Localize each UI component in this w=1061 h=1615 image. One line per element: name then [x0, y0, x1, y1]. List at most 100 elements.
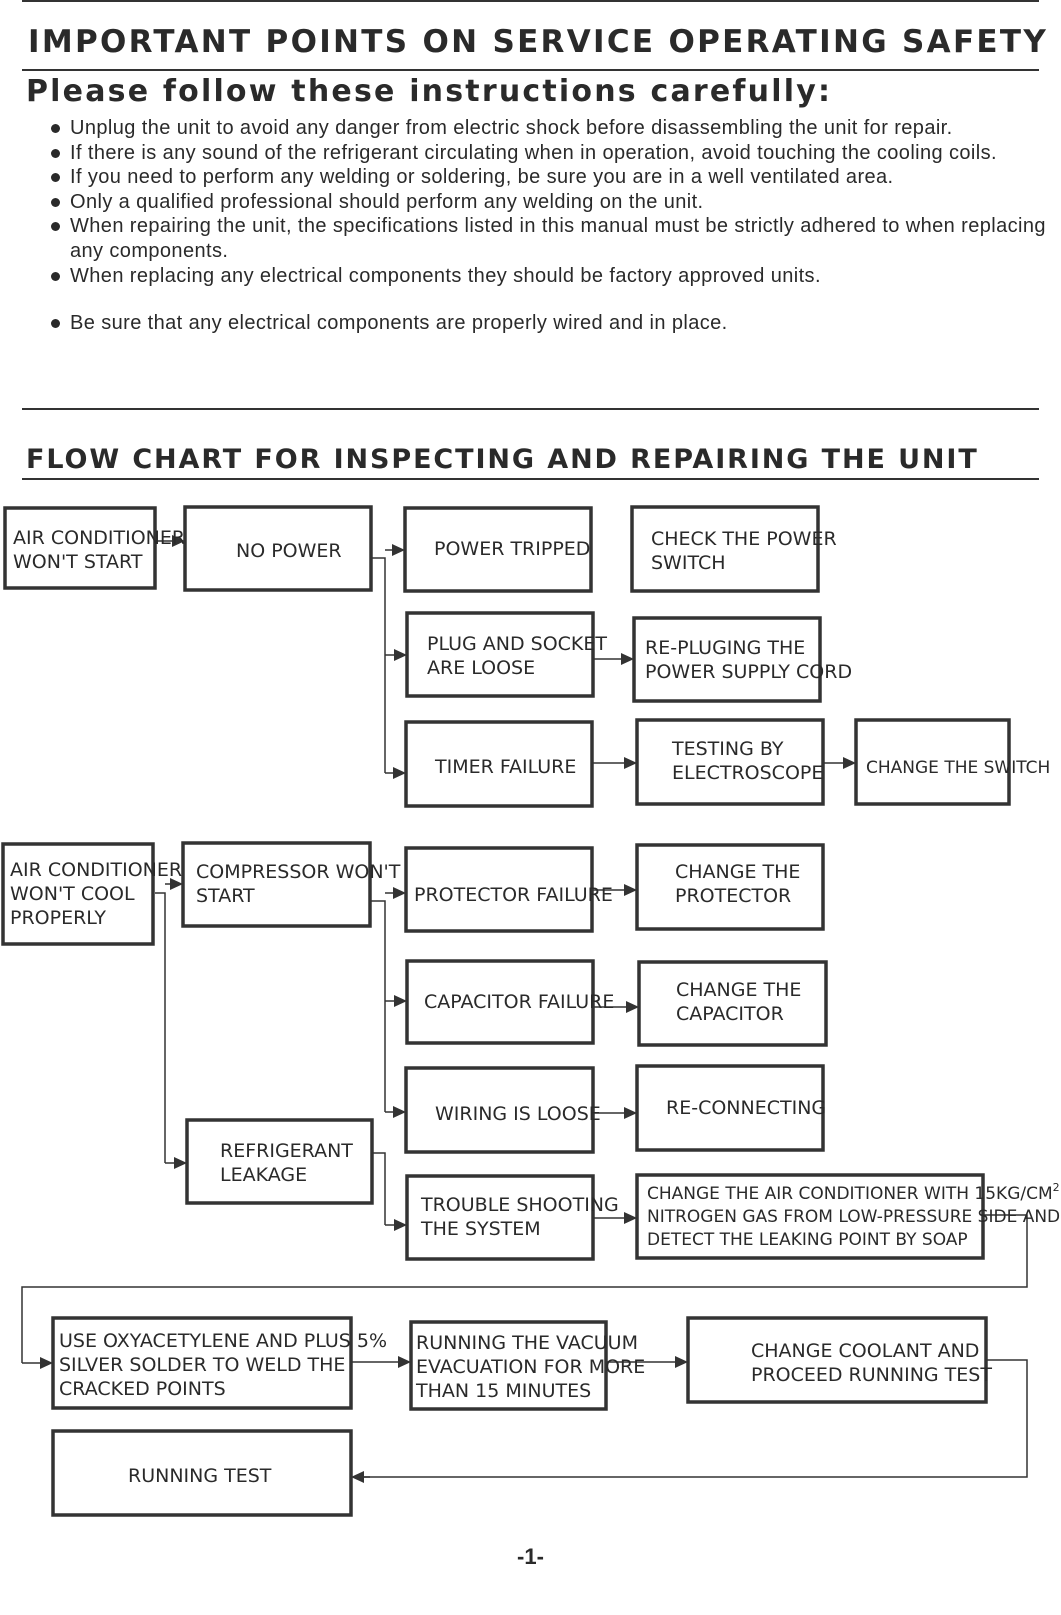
box-label: SWITCH: [651, 552, 726, 574]
box-frame: [635, 718, 825, 806]
box-frame: [854, 718, 1011, 806]
box-label: RUNNING THE VACUUM: [416, 1332, 638, 1354]
box-frame: [51, 1316, 353, 1410]
box-label: DETECT THE LEAKING POINT BY SOAP: [647, 1230, 968, 1250]
box-label: PROTECTOR FAILURE: [414, 884, 613, 906]
box-frame: [181, 841, 372, 928]
box-label: SILVER SOLDER TO WELD THE: [59, 1354, 345, 1376]
box-frame: [185, 1118, 374, 1205]
safety-item: If you need to perform any welding or so…: [48, 165, 1048, 190]
page-number: -1-: [517, 1544, 544, 1569]
arrow-head-icon: [394, 649, 407, 661]
arrow-head-icon: [398, 1356, 411, 1368]
superscript: 2: [1053, 1181, 1060, 1194]
box-protector-failure: PROTECTOR FAILURE: [404, 846, 613, 933]
box-frame: [637, 960, 828, 1047]
connector-line: [370, 900, 386, 1112]
top-rule: [22, 0, 1039, 2]
safety-list: Unplug the unit to avoid any danger from…: [48, 116, 1048, 336]
box-frame: [630, 505, 820, 593]
box-label: USE OXYACETYLENE AND PLUS 5%: [59, 1330, 387, 1352]
box-label: CHANGE COOLANT AND: [751, 1340, 979, 1362]
safety-item: Be sure that any electrical components a…: [48, 311, 1048, 336]
arrow-head-icon: [394, 995, 407, 1007]
connector-line: [360, 1359, 1028, 1478]
safety-item: If there is any sound of the refrigerant…: [48, 141, 1048, 166]
box-nitrogen-test: CHANGE THE AIR CONDITIONER WITH 15KG/CM2…: [635, 1173, 1060, 1260]
arrow-head-icon: [172, 535, 185, 547]
box-label: PLUG AND SOCKET: [427, 633, 607, 655]
box-label: RUNNING TEST: [128, 1465, 272, 1487]
arrow-head-icon: [393, 887, 406, 899]
box-label: POWER TRIPPED: [434, 538, 590, 560]
box-label: REFRIGERANT: [220, 1140, 353, 1162]
box-label: TROUBLE SHOOTING: [420, 1194, 619, 1216]
connector-line: [372, 1152, 386, 1225]
box-running-test: RUNNING TEST: [51, 1429, 353, 1517]
box-label: WON'T COOL: [10, 883, 135, 905]
box-label: CHECK THE POWER: [651, 528, 837, 550]
box-label: RE-PLUGING THE: [645, 637, 805, 659]
arrow-head-icon: [394, 1219, 407, 1231]
box-frame: [403, 506, 593, 593]
box-label: PROTECTOR: [675, 885, 791, 907]
box-power-tripped: POWER TRIPPED: [403, 506, 593, 593]
arrow-head-icon: [624, 757, 637, 769]
box-label: CHANGE THE: [675, 861, 800, 883]
box-label: PROCEED RUNNING TEST: [751, 1364, 992, 1386]
box-label: PROPERLY: [10, 907, 106, 929]
box-label: TESTING BY: [671, 738, 784, 760]
box-frame: [409, 1320, 608, 1411]
box-label: EVACUATION FOR MORE: [416, 1356, 645, 1378]
connectors: [21, 535, 1028, 1483]
box-frame: [405, 611, 595, 698]
box-capacitor-failure: CAPACITOR FAILURE: [405, 959, 614, 1045]
box-no-power: NO POWER: [183, 505, 373, 592]
connector-line: [21, 1214, 1028, 1363]
box-wiring-loose: WIRING IS LOOSE: [404, 1066, 601, 1154]
box-label: THE SYSTEM: [420, 1218, 541, 1240]
arrow-head-icon: [393, 767, 406, 779]
arrow-head-icon: [626, 1001, 639, 1013]
box-frame: [635, 1064, 825, 1152]
section-rule: [22, 408, 1039, 410]
safety-item: Only a qualified professional should per…: [48, 190, 1048, 215]
flowchart-title: FLOW CHART FOR INSPECTING AND REPAIRING …: [26, 444, 979, 475]
connector-line: [371, 557, 386, 773]
box-label: CRACKED POINTS: [59, 1378, 226, 1400]
arrow-head-icon: [392, 544, 405, 556]
safety-title: IMPORTANT POINTS ON SERVICE OPERATING SA…: [28, 24, 1049, 60]
arrow-head-icon: [624, 1212, 637, 1224]
box-label: CAPACITOR FAILURE: [424, 991, 614, 1013]
box-label: CHANGE THE AIR CONDITIONER WITH 15KG/CM2: [647, 1181, 1060, 1204]
box-label: WIRING IS LOOSE: [435, 1103, 601, 1125]
box-label: START: [196, 885, 255, 907]
box-frame: [51, 1429, 353, 1517]
box-label: NITROGEN GAS FROM LOW-PRESSURE SIDE AND: [647, 1207, 1060, 1227]
box-frame: [635, 843, 825, 931]
box-label: POWER SUPPLY CORD: [645, 661, 852, 683]
box-weld-cracks: USE OXYACETYLENE AND PLUS 5%SILVER SOLDE…: [51, 1316, 387, 1410]
box-frame: [405, 959, 595, 1045]
box-reconnecting: RE-CONNECTING: [635, 1064, 826, 1152]
arrow-head-icon: [624, 884, 637, 896]
box-frame: [686, 1316, 988, 1404]
box-change-switch: CHANGE THE SWITCH: [854, 718, 1050, 806]
box-frame: [404, 1066, 595, 1154]
box-label: RE-CONNECTING: [666, 1097, 826, 1119]
box-label: ARE LOOSE: [427, 657, 535, 679]
arrow-head-icon: [843, 757, 856, 769]
box-frame: [404, 720, 594, 808]
flowchart-title-rule: [22, 478, 1039, 480]
box-label: TIMER FAILURE: [434, 756, 576, 778]
